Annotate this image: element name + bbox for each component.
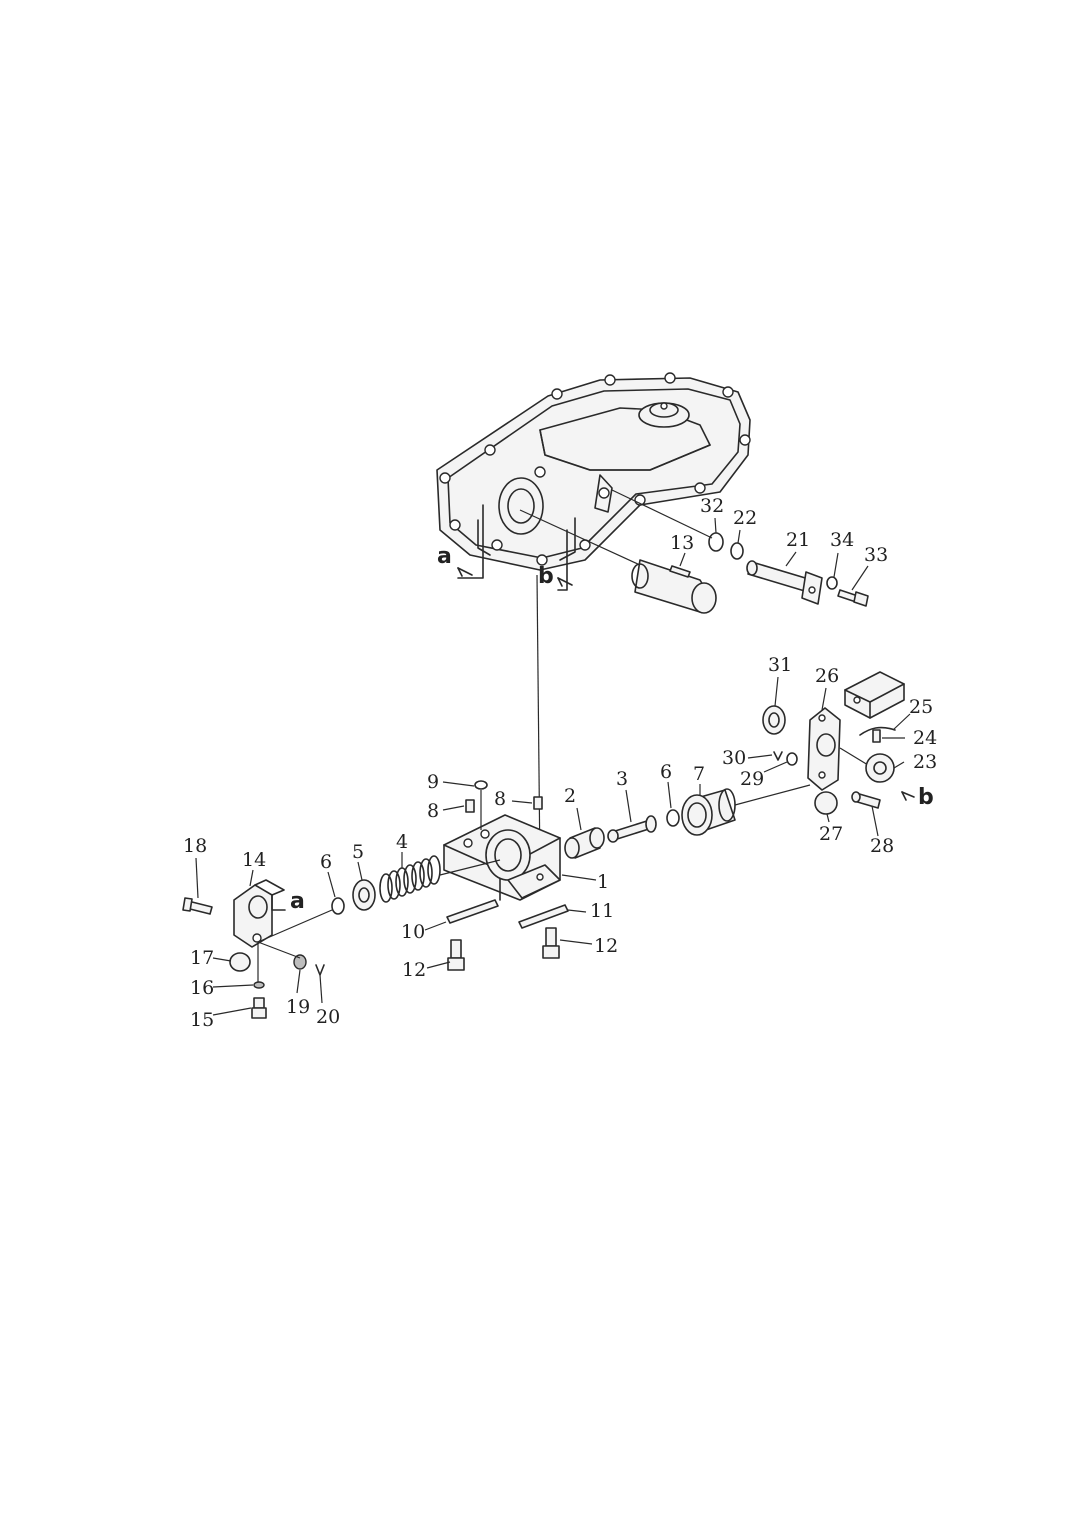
part-8-pin-b [533,796,543,810]
label-part-16: 16 [190,977,214,999]
part-8-pin-a [465,799,475,813]
label-part-23: 23 [913,751,937,773]
part-20-split-pin [315,964,325,976]
label-part-13: 13 [670,532,694,554]
reference-letters: a b a b [290,544,934,914]
part-33-bolt [837,589,869,607]
label-part-19: 19 [286,996,310,1018]
part-28-pin [851,791,881,809]
part-11-shim [518,904,569,929]
part-16-washer [253,981,265,989]
part-2-sleeve [564,827,605,859]
part-10-shim [446,899,499,924]
part-13-key [669,565,691,578]
part-12-bolt-b [542,927,560,959]
part-27-roller [814,791,838,815]
part-9-ring [474,780,488,790]
part-7-gear [681,788,736,836]
label-part-20: 20 [316,1006,340,1028]
part-labels: 1 2 3 4 5 6 6 7 8 8 9 10 11 12 12 13 14 … [183,495,937,1031]
part-24-bolt [872,729,881,743]
label-part-30: 30 [722,747,746,769]
part-22-ring [730,542,744,560]
label-part-33: 33 [864,544,888,566]
part-34-washer [826,576,838,590]
gear-case-cover [436,372,751,591]
label-part-22: 22 [733,507,757,529]
ref-letter-b-side: b [918,785,934,810]
label-part-15: 15 [190,1009,214,1031]
part-26-lever [807,707,841,791]
part-32-ring [708,532,724,552]
part-25-clip [859,726,896,736]
part-4-spring [379,855,441,903]
vertical-link-line [536,574,541,871]
part-6-ring-left [331,897,345,915]
label-part-11: 11 [590,900,614,922]
part-23-collar [865,753,895,783]
label-part-29: 29 [740,768,764,790]
label-part-31: 31 [768,654,792,676]
label-part-3: 3 [616,768,628,790]
label-part-34: 34 [830,529,854,551]
label-part-27: 27 [819,823,843,845]
label-part-21: 21 [786,529,810,551]
part-12-bolt-a [447,939,465,971]
ref-letter-a-side: a [290,889,305,914]
label-part-7: 7 [693,763,705,785]
part-1-bracket [443,814,561,901]
part-17-roller [229,952,251,972]
part-6-ring-right [666,809,680,827]
cover-shaft [631,559,717,614]
part-19-nut [293,954,307,970]
label-part-12-left: 12 [402,959,426,981]
label-part-2: 2 [564,785,576,807]
label-part-6-right: 6 [660,761,672,783]
label-part-24: 24 [913,727,937,749]
part-30-pin [773,751,783,761]
label-part-32: 32 [700,495,724,517]
label-part-25: 25 [909,696,933,718]
part-3-pin [607,815,657,843]
leader-lines [195,517,911,1016]
label-part-1: 1 [597,871,609,893]
label-part-14: 14 [242,849,266,871]
pin-link-line [611,489,713,539]
label-part-17: 17 [190,947,214,969]
clevis [844,671,905,719]
label-part-8-left: 8 [427,800,439,822]
label-part-6-left: 6 [320,851,332,873]
part-15-bolt [251,997,267,1019]
label-part-12-right: 12 [594,935,618,957]
label-part-26: 26 [815,665,839,687]
ref-letter-b-top: b [538,564,554,589]
label-part-18: 18 [183,835,207,857]
label-part-9: 9 [427,771,439,793]
label-part-28: 28 [870,835,894,857]
ref-letter-a-top: a [437,544,452,569]
part-29-washer [786,752,798,766]
part-31-bushing [762,705,786,735]
part-21-lever-shaft [746,560,823,605]
part-18-bolt [182,897,213,915]
part-5-collar [352,879,376,911]
label-part-5: 5 [352,841,364,863]
part-14-fork [233,879,285,948]
label-part-10: 10 [401,921,425,943]
shaft-link-line [519,509,641,566]
label-part-4: 4 [396,831,408,853]
reference-arrows [457,567,915,801]
label-part-8-right: 8 [494,788,506,810]
